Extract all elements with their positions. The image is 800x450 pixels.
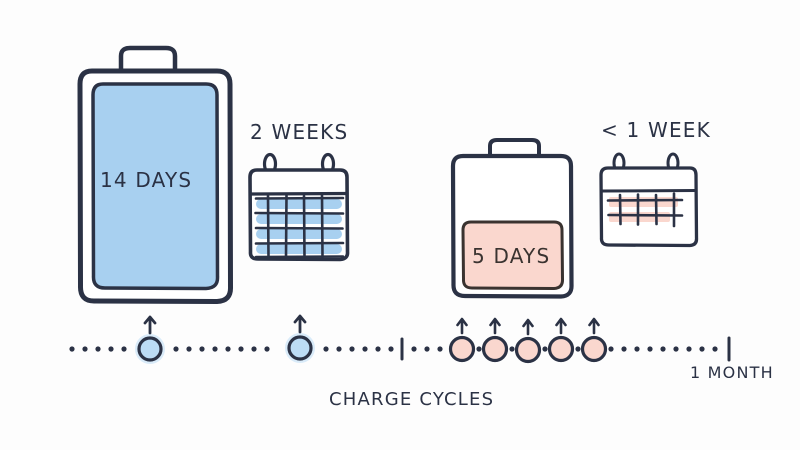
right-battery-terminal xyxy=(488,138,541,159)
left-calendar-highlights xyxy=(256,199,342,254)
up-arrow-icon xyxy=(143,315,157,335)
right-calendar xyxy=(599,152,699,248)
charge-cycle-marker-blue[interactable] xyxy=(135,315,165,364)
charge-cycle-marker-pink[interactable] xyxy=(580,317,608,363)
right-battery xyxy=(450,138,574,299)
left-battery-terminal xyxy=(118,45,178,75)
timeline-dots xyxy=(69,346,718,352)
timeline-axis-label: CHARGE CYCLES xyxy=(329,389,495,410)
up-arrow-icon xyxy=(555,317,567,335)
left-calendar-grid xyxy=(254,194,345,259)
left-battery xyxy=(77,45,233,304)
charge-cycle-marker-pink[interactable] xyxy=(547,317,575,363)
up-arrow-icon xyxy=(588,317,600,335)
left-calendar xyxy=(248,152,350,262)
up-arrow-icon xyxy=(489,317,501,335)
right-calendar-caption: < 1 WEEK xyxy=(601,118,711,142)
left-calendar-caption: 2 WEEKS xyxy=(250,120,349,144)
left-calendar-header-line xyxy=(249,191,349,196)
timeline xyxy=(69,314,731,364)
left-battery-fill xyxy=(91,82,220,291)
charge-cycle-marker-blue[interactable] xyxy=(285,314,315,363)
up-arrow-icon xyxy=(456,317,468,335)
right-battery-value-label: 5 DAYS xyxy=(472,244,551,268)
right-calendar-header-line xyxy=(600,189,698,193)
right-battery-fill xyxy=(461,220,565,290)
up-arrow-icon xyxy=(293,314,307,334)
up-arrow-icon xyxy=(522,318,534,336)
timeline-end-label: 1 MONTH xyxy=(690,363,774,382)
charge-cycle-marker-pink[interactable] xyxy=(481,317,509,363)
right-calendar-grid xyxy=(606,192,684,228)
charge-cycle-marker-pink[interactable] xyxy=(514,318,542,364)
charge-cycle-marker-pink[interactable] xyxy=(448,317,476,363)
left-battery-value-label: 14 DAYS xyxy=(100,168,193,192)
